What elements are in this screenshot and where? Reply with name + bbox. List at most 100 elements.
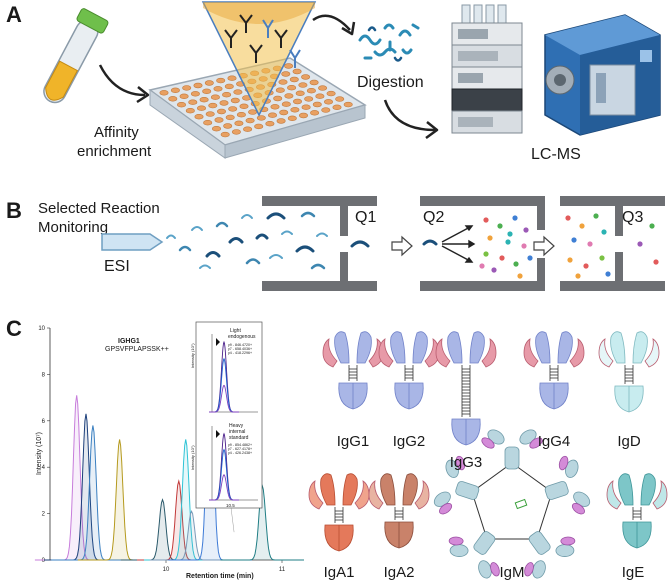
inset-bottom-title-line1: Heavy xyxy=(229,423,244,429)
igm-fc xyxy=(473,531,496,555)
plate-well xyxy=(205,111,215,117)
well-plate-icon xyxy=(148,57,367,159)
plate-well xyxy=(216,77,226,84)
plate-well xyxy=(234,120,244,127)
q2-to-q3-arrow-icon xyxy=(533,235,555,257)
iga2-label: IgA2 xyxy=(383,564,415,581)
fragment-ion xyxy=(483,217,489,223)
plate-well xyxy=(293,98,303,105)
plate-well xyxy=(310,110,320,116)
plate-well xyxy=(204,80,214,86)
plate-well xyxy=(196,105,206,111)
selected-fragment-ion xyxy=(593,213,599,219)
ige-antibody-icon xyxy=(606,473,668,549)
plate-well xyxy=(312,101,322,108)
plate-well xyxy=(299,112,309,119)
plate-well xyxy=(176,101,186,108)
plate-well xyxy=(321,107,331,113)
plate-well xyxy=(268,112,278,118)
selected-fragment-ion xyxy=(653,259,659,265)
peptide-fragments-icon xyxy=(358,23,420,62)
light-chain xyxy=(378,338,394,368)
selected-fragment-ion xyxy=(637,241,643,247)
plate-well xyxy=(326,90,336,97)
inset-bottom-title-line2: internal xyxy=(229,429,246,435)
igm-light-chain xyxy=(558,455,569,471)
magnified-well-icon xyxy=(201,1,317,117)
plate-well xyxy=(304,96,314,102)
esi-needle-icon xyxy=(101,233,164,251)
inset-bottom-legend-2: y4 - 426.2438+ xyxy=(228,451,253,455)
plate-well xyxy=(199,96,209,103)
plate-well xyxy=(185,107,195,114)
heavy-chain-fab xyxy=(557,331,573,364)
iga1-antibody-icon xyxy=(308,473,370,552)
light-chain xyxy=(652,480,668,510)
selected-fragment-ion xyxy=(571,237,577,243)
selected-fragment-ion xyxy=(649,223,655,229)
fragment-ion xyxy=(499,255,505,261)
selected-fragment-ion xyxy=(605,271,611,277)
igm-light-chain xyxy=(448,536,464,546)
inset-bottom-legend-1: y7 - 627.4178+ xyxy=(228,447,253,451)
light-chain xyxy=(368,480,384,510)
plate-well xyxy=(188,99,198,105)
igg4-antibody-icon xyxy=(523,331,585,410)
igm-label: IgM xyxy=(499,564,525,581)
plate-well xyxy=(214,117,224,123)
plate-well xyxy=(287,84,297,91)
plate-well xyxy=(227,75,237,81)
selected-fragment-ion xyxy=(601,229,607,235)
plate-well xyxy=(287,115,297,122)
light-chain xyxy=(354,480,370,510)
heavy-chain-fab xyxy=(640,473,656,506)
heavy-chain-fab xyxy=(356,331,372,364)
fragment-ion xyxy=(505,239,511,245)
plate-well xyxy=(193,82,203,89)
selected-fragment-ion xyxy=(565,215,571,221)
plate-well xyxy=(290,107,300,113)
plate-well xyxy=(284,63,294,69)
panel-c-letter: C xyxy=(6,316,22,341)
igm-fc xyxy=(528,531,551,555)
fragment-ion xyxy=(483,251,489,257)
plate-well xyxy=(278,79,288,85)
inset-top-transition-trace xyxy=(209,384,239,413)
igg3-antibody-icon xyxy=(435,331,497,446)
fragment-ion xyxy=(507,231,513,237)
plate-well xyxy=(256,115,266,121)
antibody-illustrations xyxy=(308,331,668,579)
heavy-chain-fab xyxy=(610,331,626,364)
igm-fc xyxy=(544,481,569,500)
igg1-label: IgG1 xyxy=(336,433,370,450)
inset-top-title-line1: Light xyxy=(230,328,241,334)
fragment-ion xyxy=(523,227,529,233)
plate-well xyxy=(309,79,319,86)
iga2-antibody-icon xyxy=(368,473,430,549)
fragment-ion xyxy=(479,263,485,269)
plate-well xyxy=(210,94,220,100)
srm-title-line1: Selected Reaction xyxy=(38,200,160,217)
igm-fab xyxy=(555,544,575,557)
selected-fragment-ion xyxy=(599,255,605,261)
plate-well xyxy=(223,123,233,129)
inset-bottom-peak-marker xyxy=(216,430,220,438)
q3-label: Q3 xyxy=(622,209,644,226)
plate-well xyxy=(233,89,243,95)
plate-well xyxy=(170,87,180,93)
plate-well xyxy=(335,96,345,102)
plate-well xyxy=(343,101,353,108)
igd-antibody-icon xyxy=(598,331,660,413)
q3-quadrupole-icon xyxy=(560,196,665,291)
heavy-chain-fab xyxy=(412,331,428,364)
plate-well xyxy=(301,74,311,80)
igm-light-chain xyxy=(560,536,576,546)
plate-well xyxy=(281,101,291,107)
light-chain xyxy=(435,338,451,368)
igm-core xyxy=(471,462,553,540)
plate-well xyxy=(298,82,308,88)
panel-b-letter: B xyxy=(6,198,22,223)
plate-well xyxy=(306,87,316,94)
igm-monomer xyxy=(524,531,576,579)
plate-well xyxy=(217,108,227,115)
